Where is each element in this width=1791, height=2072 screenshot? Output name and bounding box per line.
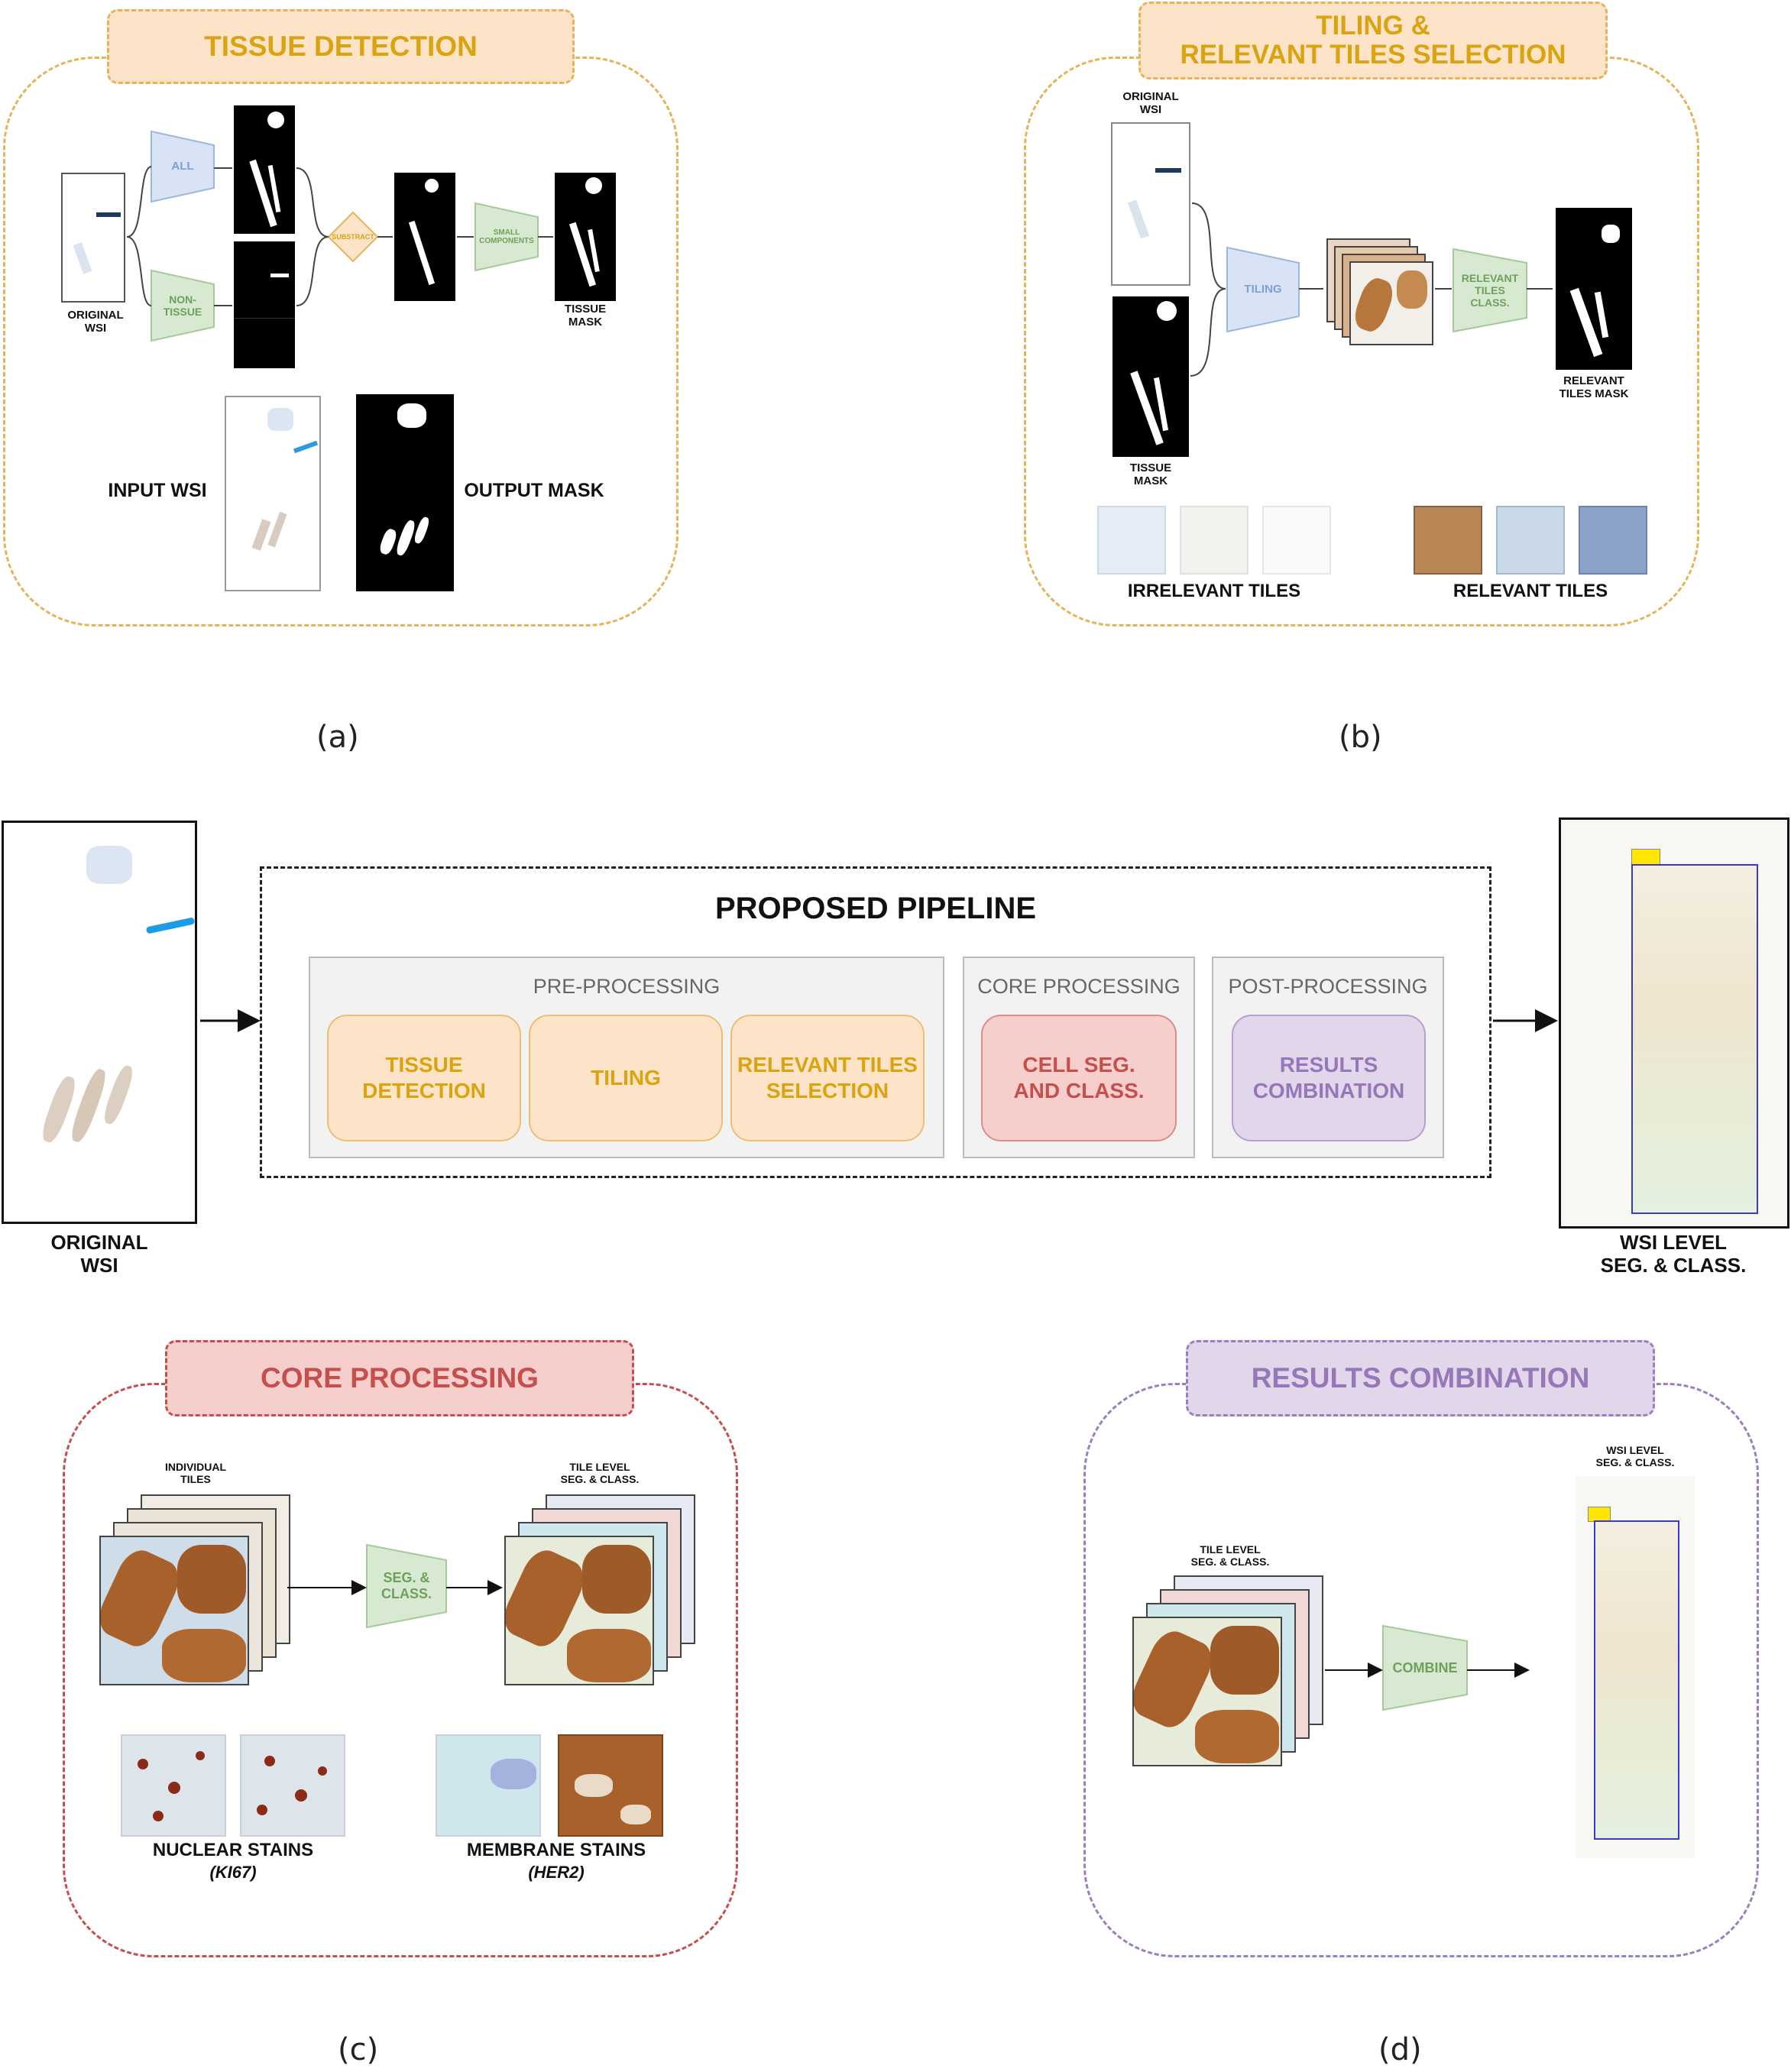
- relevant-tiles-label: RELEVANT TILES: [1453, 581, 1608, 601]
- all-block: ALL: [151, 130, 215, 203]
- seg-class-label: SEG. & CLASS.: [381, 1570, 432, 1601]
- individual-tiles-stack: [99, 1494, 290, 1685]
- her2-tile-1: [436, 1734, 541, 1837]
- tiling-title: TILING & RELEVANT TILES SELECTION: [1138, 2, 1608, 79]
- original-wsi-label: ORIGINAL WSI: [67, 309, 124, 335]
- relevant-tile-1: [1414, 506, 1482, 575]
- relevant-tile-2: [1496, 506, 1565, 575]
- caption-d: (d): [1378, 2032, 1422, 2067]
- tile-level-stack-d: [1132, 1575, 1323, 1766]
- her2-tile-2: [558, 1734, 663, 1837]
- pipeline-arrows: [200, 1009, 1558, 1032]
- tile-level-label-c: TILE LEVEL SEG. & CLASS.: [560, 1461, 640, 1486]
- all-mask: [234, 105, 295, 234]
- irrelevant-tile-2: [1180, 506, 1249, 575]
- pipeline-original-wsi-label: ORIGINAL WSI: [50, 1231, 148, 1277]
- core-processing-title: CORE PROCESSING: [977, 975, 1181, 998]
- input-wsi-image: [225, 396, 321, 591]
- caption-a: (a): [316, 720, 359, 755]
- pre-processing-title: PRE-PROCESSING: [533, 975, 721, 998]
- b-original-wsi-label: ORIGINAL WSI: [1122, 90, 1179, 117]
- tile-level-label-d: TILE LEVEL SEG. & CLASS.: [1190, 1543, 1270, 1569]
- relevant-tiles-class-block: RELEVANT TILES CLASS.: [1453, 248, 1527, 333]
- relevant-tiles-mask: [1556, 208, 1632, 370]
- step-tiling: TILING: [529, 1015, 723, 1141]
- d-wsi-level-label: WSI LEVEL SEG. & CLASS.: [1595, 1444, 1675, 1469]
- combine-label: COMBINE: [1392, 1659, 1458, 1675]
- small-components-block: SMALL COMPONENTS: [474, 202, 539, 272]
- membrane-stains-label: MEMBRANE STAINS: [466, 1840, 646, 1860]
- relevant-tiles-class-label: RELEVANT TILES CLASS.: [1461, 271, 1519, 309]
- individual-tiles-label: INDIVIDUAL TILES: [164, 1461, 227, 1486]
- pipeline-wsi-level-result: [1559, 817, 1789, 1229]
- b-original-wsi-thumbnail: [1111, 122, 1190, 286]
- step-tissue-detection: TISSUE DETECTION: [327, 1015, 521, 1141]
- combine-block: COMBINE: [1382, 1624, 1468, 1711]
- non-tissue-label: NON- TISSUE: [163, 293, 202, 318]
- tile-level-stack-c: [504, 1494, 695, 1685]
- tiling-label: TILING: [1244, 283, 1282, 296]
- small-components-label: SMALL COMPONENTS: [479, 228, 534, 246]
- irrelevant-tile-3: [1262, 506, 1331, 575]
- input-wsi-label: INPUT WSI: [108, 480, 207, 501]
- subtracted-mask: [394, 173, 455, 301]
- caption-b: (b): [1339, 720, 1382, 755]
- step-cell-seg: CELL SEG. AND CLASS.: [981, 1015, 1177, 1141]
- non-tissue-block: NON- TISSUE: [151, 269, 215, 342]
- nuclear-stains-label: NUCLEAR STAINS: [152, 1840, 314, 1860]
- relevant-tiles-mask-label: RELEVANT TILES MASK: [1559, 374, 1629, 401]
- b-tissue-mask: [1112, 296, 1189, 457]
- seg-class-block: SEG. & CLASS.: [366, 1543, 447, 1629]
- output-mask-image: [356, 394, 454, 591]
- original-wsi-thumbnail: [61, 173, 125, 303]
- core-processing-panel-title: CORE PROCESSING: [165, 1340, 634, 1416]
- irrelevant-tile-1: [1097, 506, 1166, 575]
- d-wsi-level-image: [1576, 1476, 1695, 1858]
- subtract-block: SUBSTRACT: [327, 211, 379, 263]
- ki67-tile-2: [240, 1734, 345, 1837]
- irrelevant-tiles-label: IRRELEVANT TILES: [1127, 581, 1301, 601]
- tissue-mask-label: TISSUE MASK: [564, 303, 607, 329]
- tiling-block: TILING: [1226, 246, 1300, 333]
- b-tile-stack: [1326, 238, 1433, 345]
- step-relevant-tiles-selection: RELEVANT TILES SELECTION: [730, 1015, 925, 1141]
- step-results-combination: RESULTS COMBINATION: [1232, 1015, 1426, 1141]
- non-tissue-mask: [234, 241, 295, 368]
- output-mask-label: OUTPUT MASK: [464, 480, 604, 501]
- pipeline-box: [260, 866, 1491, 1178]
- membrane-stains-sub: (HER2): [528, 1863, 585, 1882]
- subtract-label: SUBSTRACT: [332, 232, 374, 241]
- relevant-tile-3: [1579, 506, 1647, 575]
- panel-b-connectors: [1190, 202, 1553, 377]
- post-processing-title: POST-PROCESSING: [1228, 975, 1428, 998]
- nuclear-stains-sub: (KI67): [209, 1863, 257, 1882]
- pipeline-original-wsi: [2, 821, 197, 1224]
- panel-a-connectors: [126, 166, 553, 306]
- all-label: ALL: [171, 160, 194, 173]
- tissue-mask: [555, 173, 616, 301]
- b-tissue-mask-label: TISSUE MASK: [1129, 461, 1172, 488]
- caption-c: (c): [338, 2032, 379, 2067]
- ki67-tile-1: [121, 1734, 226, 1837]
- pipeline-wsi-level-label: WSI LEVEL SEG. & CLASS.: [1600, 1231, 1747, 1277]
- pipeline-title: PROPOSED PIPELINE: [714, 892, 1037, 925]
- results-combination-title: RESULTS COMBINATION: [1186, 1340, 1655, 1416]
- tissue-detection-title: TISSUE DETECTION: [107, 9, 575, 84]
